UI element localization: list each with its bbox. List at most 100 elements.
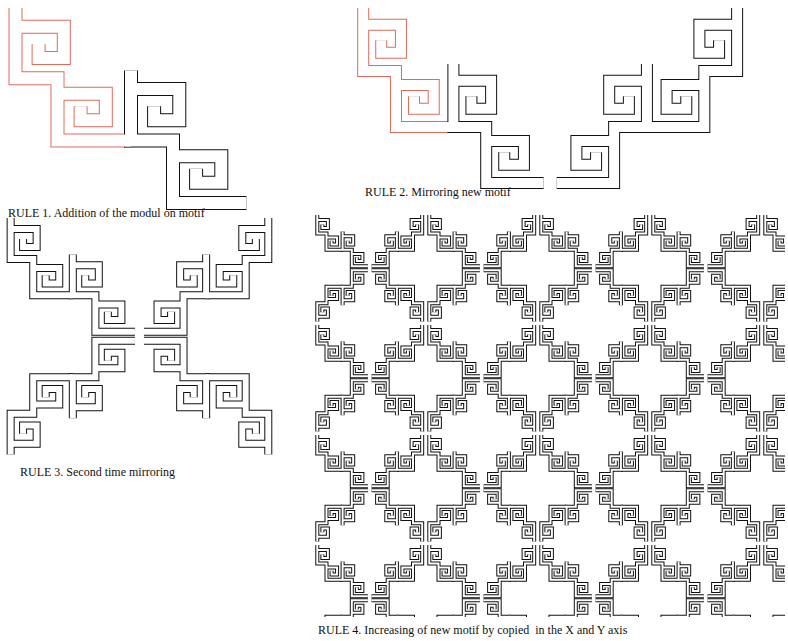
meander-fill [765, 397, 785, 432]
meander-outline [748, 528, 759, 536]
meander-fill [377, 254, 388, 261]
meander-fill [738, 238, 749, 245]
meander-outline [489, 606, 500, 613]
meander-outline [621, 397, 646, 432]
meander-fill [524, 220, 535, 228]
meander-fill [372, 451, 397, 486]
meander-outline [343, 456, 354, 464]
meander-outline [653, 550, 664, 558]
meander-fill [429, 330, 440, 338]
meander-outline [653, 220, 664, 228]
meander-outline [708, 490, 733, 525]
meander-outline [775, 238, 786, 245]
meander-outline [713, 474, 724, 481]
meander-fill [455, 402, 466, 410]
meander-outline [541, 528, 552, 536]
meander-outline [514, 458, 525, 465]
meander-fill [514, 568, 525, 575]
meander-fill [765, 308, 776, 316]
meander-outline [679, 346, 690, 354]
meander-fill [733, 397, 758, 432]
meander-fill [317, 325, 342, 360]
meander-outline [775, 568, 786, 575]
pattern-tile [653, 545, 758, 617]
meander-outline [596, 270, 621, 305]
meander-fill [343, 490, 368, 525]
meander-fill [765, 287, 785, 322]
meander-outline [653, 545, 678, 580]
meander-outline [372, 561, 397, 596]
meander-outline [653, 397, 678, 432]
meander-fill [524, 330, 535, 338]
meander-outline [663, 458, 674, 465]
meander-fill [653, 308, 664, 316]
meander-outline [317, 325, 342, 360]
meander-fill [484, 600, 509, 617]
meander-outline [738, 238, 749, 245]
meander-fill [765, 330, 776, 338]
meander-outline [601, 584, 612, 591]
meander-fill [317, 550, 328, 558]
meander-fill [576, 606, 587, 613]
meander-fill [412, 528, 423, 536]
meander-outline [567, 292, 578, 300]
meander-fill [327, 238, 338, 245]
meander-fill [765, 507, 785, 542]
meander-fill [601, 254, 612, 261]
meander-outline [464, 606, 475, 613]
meander-outline [317, 545, 342, 580]
meander-outline [601, 364, 612, 371]
meander-outline [733, 545, 758, 580]
meander-fill [765, 440, 776, 448]
meander-outline [576, 386, 587, 393]
meander-fill [738, 402, 749, 409]
meander-fill [679, 561, 704, 596]
meander-fill [377, 606, 388, 613]
meander-outline [317, 617, 342, 618]
meander-fill [327, 512, 338, 519]
meander-outline [748, 220, 759, 228]
meander-fill [621, 435, 646, 470]
meander-fill [397, 435, 422, 470]
pattern-tile [429, 215, 534, 322]
meander-fill [596, 451, 621, 486]
meander-outline [626, 512, 637, 519]
meander-fill [688, 474, 699, 481]
pattern-tile [429, 435, 534, 542]
meander-outline [775, 402, 786, 409]
meander-outline [386, 292, 397, 300]
meander-outline [402, 292, 413, 299]
meander-outline [377, 474, 388, 481]
meander-fill [663, 238, 674, 245]
meander-outline [242, 425, 268, 443]
pattern-tile [429, 325, 534, 432]
meander-outline [679, 270, 704, 305]
meander-fill [708, 231, 733, 266]
meander-fill [765, 550, 776, 558]
meander-outline [748, 440, 759, 448]
meander-fill [489, 606, 500, 613]
meander-fill [699, 25, 737, 53]
meander-outline [610, 346, 621, 354]
meander-fill [352, 474, 363, 481]
meander-fill [621, 507, 646, 542]
meander-fill [73, 265, 99, 283]
meander-fill [551, 292, 562, 299]
meander-outline [636, 220, 647, 228]
meander-outline [397, 435, 422, 470]
meander-outline [738, 402, 749, 409]
meander-fill [713, 364, 724, 371]
meander-outline [765, 528, 776, 536]
meander-fill [158, 304, 184, 319]
meander-outline [621, 325, 646, 360]
meander-fill [626, 348, 637, 355]
meander-outline [489, 584, 500, 591]
meander-outline [663, 402, 674, 409]
meander-outline [567, 600, 592, 617]
meander-fill [429, 440, 440, 448]
meander-outline [509, 215, 534, 250]
meander-fill [372, 270, 397, 305]
meander-fill [429, 507, 454, 542]
meander-outline [596, 451, 621, 486]
